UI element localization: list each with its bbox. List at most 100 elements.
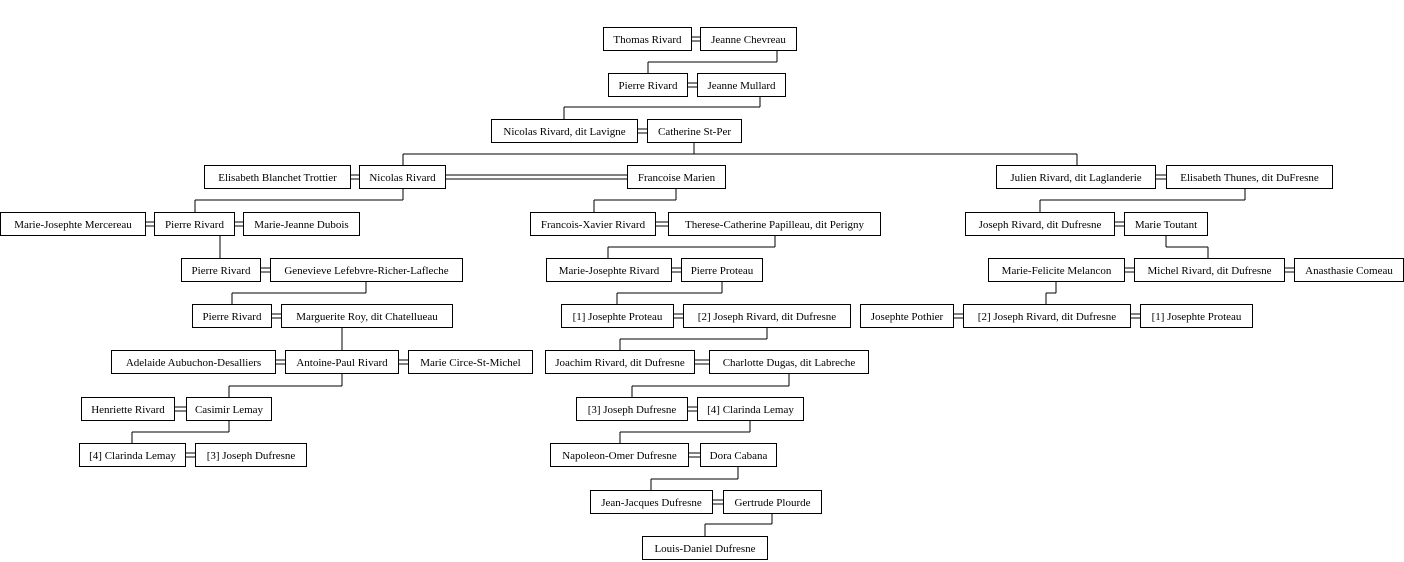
person-box-frame [0,212,146,236]
person-box-frame [963,304,1131,328]
person-name: Jeanne Mullard [707,80,776,92]
person-box-frame [491,119,638,143]
person-name: [2] Joseph Rivard, dit Dufresne [698,311,837,323]
person-box: Marie-Josephte Rivard [546,258,672,282]
person-box: Marie-Jeanne Dubois [243,212,360,236]
person-box-frame [1124,212,1208,236]
person-name: [1] Josephte Proteau [573,311,663,323]
person-name: [1] Josephte Proteau [1152,311,1242,323]
person-name: [3] Joseph Dufresne [588,404,677,416]
person-box-frame [561,304,674,328]
person-name: Charlotte Dugas, dit Labreche [723,357,856,369]
person-name: [4] Clarinda Lemay [89,450,176,462]
person-box-frame [1140,304,1253,328]
person-box: Francoise Marien [627,165,726,189]
person-box: Nicolas Rivard, dit Lavigne [491,119,638,143]
person-box-frame [285,350,399,374]
person-name: Marie-Josephte Mercereau [14,219,132,231]
person-box: Jean-Jacques Dufresne [590,490,713,514]
person-box-frame [1166,165,1333,189]
person-box-frame [603,27,692,51]
person-name: [4] Clarinda Lemay [707,404,794,416]
person-name: Michel Rivard, dit Dufresne [1147,265,1271,277]
person-name: Genevieve Lefebvre-Richer-Lafleche [284,265,448,277]
person-box: Henriette Rivard [81,397,175,421]
person-box-frame [154,212,235,236]
person-box-frame [181,258,261,282]
person-box: Anasthasie Comeau [1294,258,1404,282]
person-box-frame [700,443,777,467]
person-box: Dora Cabana [700,443,777,467]
person-box-frame [709,350,869,374]
person-name: Pierre Proteau [691,265,754,277]
person-box-frame [697,73,786,97]
person-name: [3] Joseph Dufresne [207,450,296,462]
person-box-frame [996,165,1156,189]
person-name: Marguerite Roy, dit Chatellueau [296,311,438,323]
person-name: Pierre Rivard [165,219,224,231]
person-box: Marguerite Roy, dit Chatellueau [281,304,453,328]
person-name: Marie Toutant [1135,219,1197,231]
person-box: Joseph Rivard, dit Dufresne [965,212,1115,236]
person-box-frame [988,258,1125,282]
person-box-frame [408,350,533,374]
person-box: [3] Joseph Dufresne [576,397,688,421]
person-box-frame [723,490,822,514]
person-box: Therese-Catherine Papilleau, dit Perigny [668,212,881,236]
person-box: Elisabeth Thunes, dit DuFresne [1166,165,1333,189]
person-name: Nicolas Rivard [369,172,436,184]
person-box-frame [550,443,689,467]
person-box: Catherine St-Per [647,119,742,143]
person-box: Jeanne Chevreau [700,27,797,51]
person-box: [3] Joseph Dufresne [195,443,307,467]
person-box-frame [204,165,351,189]
person-box: Francois-Xavier Rivard [530,212,656,236]
person-box-frame [1134,258,1285,282]
person-box: Louis-Daniel Dufresne [642,536,768,560]
person-name: Jean-Jacques Dufresne [601,497,702,509]
person-box-frame [681,258,763,282]
person-name: Pierre Rivard [192,265,251,277]
person-name: Louis-Daniel Dufresne [654,543,755,555]
person-name: [2] Joseph Rivard, dit Dufresne [978,311,1117,323]
person-name: Elisabeth Thunes, dit DuFresne [1180,172,1319,184]
person-box: Joachim Rivard, dit Dufresne [545,350,695,374]
person-box: Casimir Lemay [186,397,272,421]
person-name: Pierre Rivard [203,311,262,323]
person-box: Pierre Rivard [154,212,235,236]
person-box-frame [860,304,954,328]
person-box: Charlotte Dugas, dit Labreche [709,350,869,374]
person-box: Jeanne Mullard [697,73,786,97]
person-box-frame [576,397,688,421]
person-name: Nicolas Rivard, dit Lavigne [503,126,625,138]
person-box-frame [668,212,881,236]
person-name: Francois-Xavier Rivard [541,219,646,231]
person-name: Antoine-Paul Rivard [296,357,388,369]
person-name: Francoise Marien [638,172,716,184]
person-name: Joachim Rivard, dit Dufresne [555,357,685,369]
person-box: [1] Josephte Proteau [561,304,674,328]
person-box: Julien Rivard, dit Laglanderie [996,165,1156,189]
person-name: Elisabeth Blanchet Trottier [218,172,337,184]
person-box-frame [965,212,1115,236]
person-box: Josephte Pothier [860,304,954,328]
person-name: Thomas Rivard [613,34,682,46]
person-box: Pierre Rivard [181,258,261,282]
person-name: Pierre Rivard [619,80,678,92]
person-box: Marie Circe-St-Michel [408,350,533,374]
person-box-frame [642,536,768,560]
person-box-frame [546,258,672,282]
person-box-frame [627,165,726,189]
person-box-frame [545,350,695,374]
person-box-frame [243,212,360,236]
person-name: Julien Rivard, dit Laglanderie [1010,172,1141,184]
person-name: Jeanne Chevreau [711,34,786,46]
person-name: Marie-Felicite Melancon [1002,265,1112,277]
person-box-frame [186,397,272,421]
person-box-frame [647,119,742,143]
person-box: [1] Josephte Proteau [1140,304,1253,328]
person-box-frame [697,397,804,421]
person-box-frame [111,350,276,374]
